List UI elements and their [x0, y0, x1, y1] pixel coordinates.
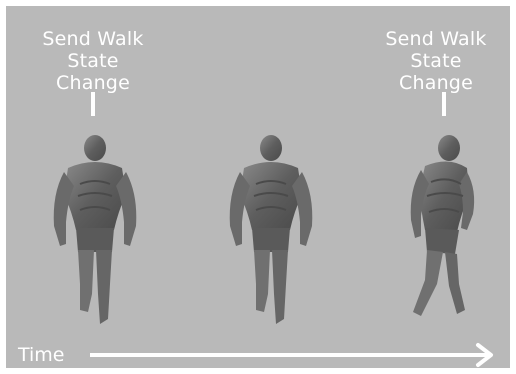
character-figure-2	[216, 134, 326, 334]
diagram-panel: Send Walk State Change Send Walk State C…	[6, 6, 510, 368]
state-change-label-2: Send Walk State Change	[371, 28, 501, 94]
state-change-label-1: Send Walk State Change	[28, 28, 158, 94]
character-figure-3	[391, 134, 501, 334]
character-figure-1	[40, 134, 150, 334]
time-arrow	[90, 342, 500, 368]
state-change-tick-2	[442, 92, 446, 116]
state-change-tick-1	[91, 92, 95, 116]
time-axis-label: Time	[18, 344, 65, 366]
